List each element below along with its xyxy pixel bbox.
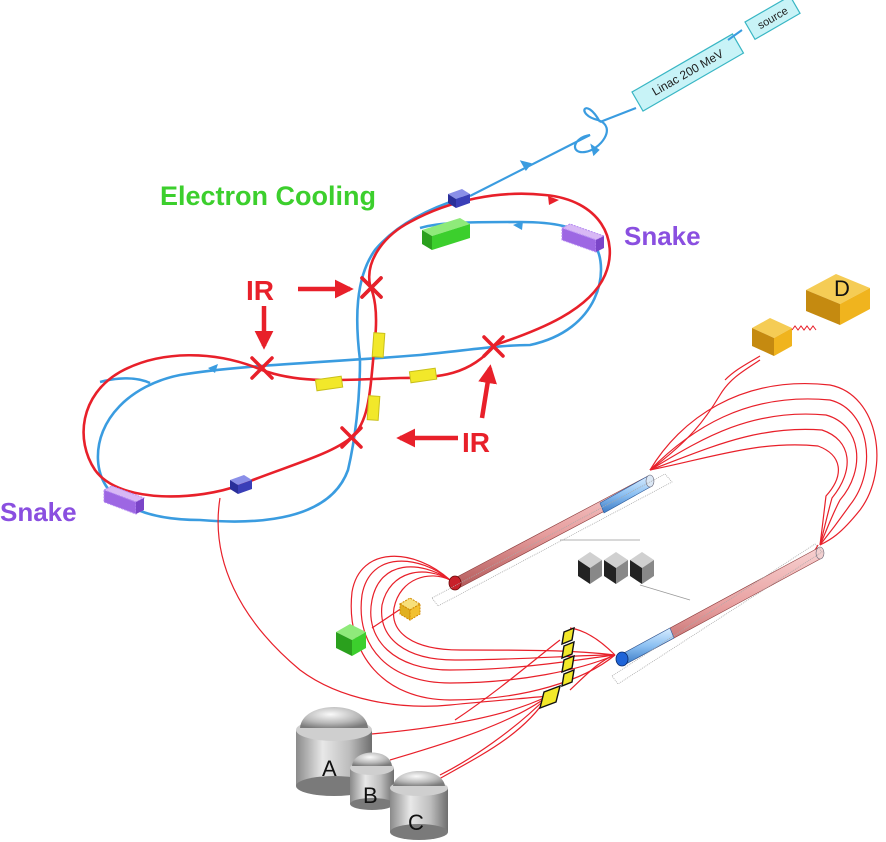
green-source-block (336, 624, 366, 656)
ir-crossing-bottom (340, 426, 363, 449)
south-linac (615, 546, 825, 667)
source-box: source (744, 0, 801, 41)
snake-magnet-left (102, 485, 146, 515)
ir-crossing-left (250, 356, 274, 380)
snake-label-top: Snake (624, 221, 701, 251)
north-linac (448, 474, 655, 591)
service-buildings (560, 539, 691, 601)
snake-label-left: Snake (0, 497, 77, 527)
hall-a-label: A (322, 756, 337, 781)
hall-c-building: C (390, 771, 448, 840)
electron-cooling-block (422, 218, 470, 250)
snake-magnet-top (560, 223, 606, 253)
injector-line (469, 106, 637, 197)
electron-cooling-label: Electron Cooling (160, 181, 376, 211)
ir-crossing-right (482, 335, 505, 358)
hall-b-building: B (350, 752, 394, 810)
linac-label: Linac 200 MeV (650, 46, 726, 98)
dipole-block-top (448, 189, 470, 208)
ir-label-top: IR (246, 275, 274, 306)
quad-magnets (314, 332, 438, 421)
hall-d-building: D (806, 274, 870, 325)
ir-label-bottom: IR (462, 427, 490, 458)
hall-d-label: D (834, 276, 850, 301)
ir-arrows-top (254, 279, 354, 350)
dipole-block-bottom (230, 475, 252, 494)
linac-box: Linac 200 MeV (631, 33, 745, 112)
hall-d-tagger (752, 318, 792, 356)
hall-c-label: C (408, 810, 424, 835)
linac-outlines (431, 473, 823, 685)
source-linac-link (727, 29, 743, 41)
injector-block (399, 597, 421, 621)
hall-b-label: B (363, 783, 378, 808)
spreader-magnets (538, 626, 575, 710)
ir-crossing-top (360, 276, 383, 299)
hall-d-beamline (724, 355, 761, 381)
ir-arrows-bottom (396, 364, 497, 448)
hall-d-link (791, 325, 817, 331)
electron-ring (96, 196, 603, 523)
